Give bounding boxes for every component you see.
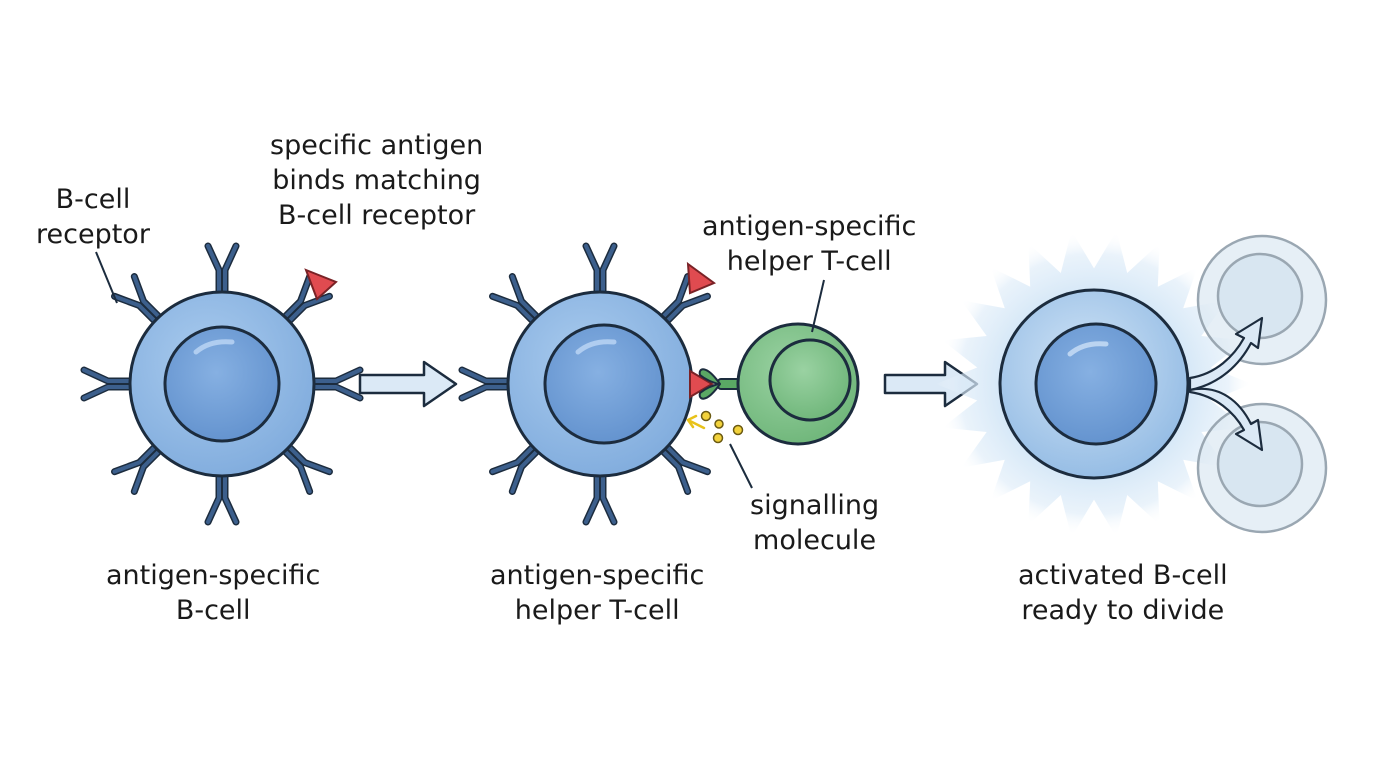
- b-cell-receptor-icon: [458, 366, 520, 402]
- antigen-icon: [686, 261, 717, 295]
- antigen-icon: [304, 268, 338, 301]
- b-cell-receptor-icon: [489, 437, 547, 495]
- stage2-caption: antigen-specific helper T-cell: [490, 558, 704, 628]
- daughter-cell-top: [1196, 234, 1328, 366]
- signalling-molecule-leader-line: [729, 443, 753, 489]
- activated-b-cell: [998, 288, 1190, 480]
- division-arrow-icon: [1188, 316, 1264, 392]
- b-cell-receptors-stage2: [458, 242, 711, 526]
- b-cell-receptor-icon: [302, 366, 364, 402]
- stage1-caption-line2: B-cell: [175, 595, 251, 626]
- b-cell-receptor-label-line2: receptor: [36, 219, 150, 250]
- stage2-caption-line2: helper T-cell: [514, 595, 680, 626]
- b-cell-receptor-icon: [582, 464, 618, 526]
- helper-t-cell-label-line2: helper T-cell: [726, 246, 892, 277]
- signalling-molecule-label-line2: molecule: [753, 525, 877, 556]
- stage1-caption: antigen-specific B-cell: [106, 558, 320, 628]
- b-cell-stage2: [506, 290, 694, 478]
- antigen-bound-icon: [689, 369, 714, 399]
- b-cell-receptor-icon: [111, 273, 169, 331]
- division-arrow-icon: [1188, 387, 1264, 452]
- stage3-caption-line1: activated B-cell: [1018, 560, 1228, 591]
- b-cell-receptor-leader-line: [95, 251, 118, 304]
- helper-t-cell-leader-line: [811, 279, 825, 333]
- b-cell-receptor-icon: [275, 437, 333, 495]
- specific-antigen-label-line1: specific antigen: [270, 130, 484, 161]
- b-cell-receptors-stage1: [80, 242, 364, 526]
- b-cell-nucleus: [163, 325, 281, 443]
- b-cell-stage1: [128, 290, 316, 478]
- b-cell-nucleus: [543, 323, 665, 445]
- daughter-cell-bottom: [1196, 402, 1328, 534]
- b-cell-receptor-icon: [582, 242, 618, 304]
- specific-antigen-label-line2: binds matching: [272, 165, 481, 196]
- signal-direction-arrow-icon: [686, 414, 706, 430]
- b-cell-receptor-icon: [111, 437, 169, 495]
- stage3-caption-line2: ready to divide: [1021, 595, 1225, 626]
- b-cell-receptor-icon: [653, 437, 711, 495]
- stage1-caption-line1: antigen-specific: [106, 560, 321, 591]
- specific-antigen-label: specific antigen binds matching B-cell r…: [270, 128, 483, 233]
- stage2-caption-line1: antigen-specific: [490, 560, 705, 591]
- helper-t-cell-label-line1: antigen-specific: [702, 211, 917, 242]
- b-cell-receptor-icon: [80, 366, 142, 402]
- b-cell-receptor-icon: [489, 273, 547, 331]
- signalling-molecules: [686, 410, 744, 444]
- b-cell-receptor-label: B-cell receptor: [36, 182, 150, 252]
- signalling-molecule-label: signalling molecule: [750, 488, 879, 558]
- activated-b-cell-nucleus: [1034, 322, 1158, 446]
- process-arrow-icon: [358, 360, 458, 408]
- helper-t-cell-label: antigen-specific helper T-cell: [702, 209, 916, 279]
- b-cell-receptor-icon: [204, 464, 240, 526]
- stage3-caption: activated B-cell ready to divide: [1018, 558, 1228, 628]
- b-cell-receptor-icon: [204, 242, 240, 304]
- b-cell-receptor-label-line1: B-cell: [55, 184, 131, 215]
- helper-t-cell: [736, 322, 860, 446]
- b-cell-receptor-icon: [653, 273, 711, 331]
- process-arrow-icon: [883, 360, 979, 408]
- b-cell-receptor-icon: [275, 273, 333, 331]
- specific-antigen-label-line3: B-cell receptor: [277, 200, 476, 231]
- t-cell-nucleus: [768, 338, 852, 422]
- signalling-molecule-label-line1: signalling: [750, 490, 880, 521]
